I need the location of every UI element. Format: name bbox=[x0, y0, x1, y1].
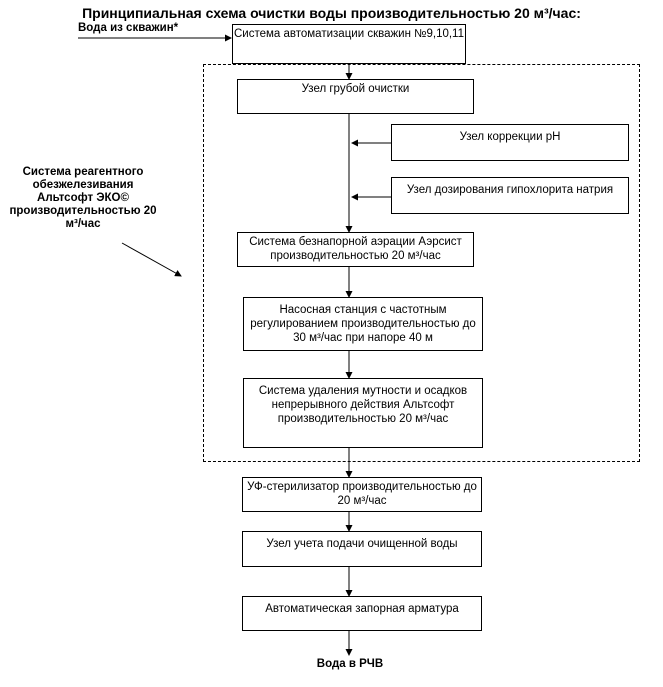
shutoff-valves-box: Автоматическая запорная арматура bbox=[242, 596, 482, 631]
side-system-label: Система реагентного обезжелезивания Альт… bbox=[9, 166, 157, 230]
coarse-filter-box: Узел грубой очистки bbox=[237, 79, 474, 114]
side-label-pointer bbox=[121, 242, 182, 277]
water-metering-box: Узел учета подачи очищенной воды bbox=[242, 531, 482, 567]
output-label: Вода в РЧВ bbox=[316, 658, 384, 670]
hypochlorite-dosing-box: Узел дозирования гипохлорита натрия bbox=[391, 177, 629, 214]
aeration-box: Система безнапорной аэрации Аэрсист прои… bbox=[237, 232, 474, 267]
input-label: Вода из скважин* bbox=[78, 22, 179, 34]
diagram-title: Принципиальная схема очистки воды произв… bbox=[82, 5, 581, 21]
ph-correction-box: Узел коррекции pH bbox=[391, 124, 629, 161]
turbidity-removal-box: Система удаления мутности и осадков непр… bbox=[243, 378, 483, 448]
iron-removal-system-boundary bbox=[203, 64, 640, 462]
uv-sterilizer-box: УФ-стерилизатор производительностью до 2… bbox=[242, 477, 482, 512]
pump-station-box: Насосная станция с частотным регулирован… bbox=[243, 297, 483, 351]
automation-box: Система автоматизации скважин №9,10,11 bbox=[232, 24, 466, 64]
